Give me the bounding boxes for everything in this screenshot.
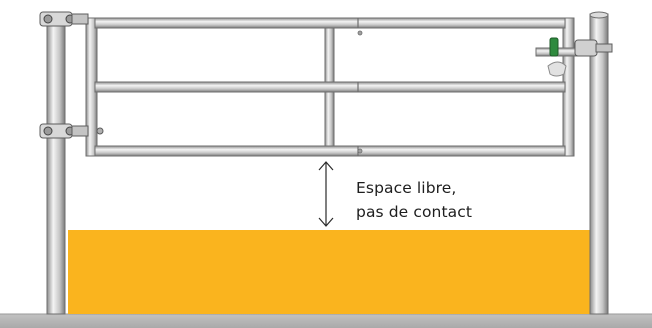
caption-line-1: Espace libre,: [356, 179, 457, 197]
concrete-floor: [0, 314, 652, 328]
gate-rails: [94, 17, 566, 157]
caption-line-2: pas de contact: [356, 203, 473, 221]
lower-hinge: [39, 123, 104, 139]
clearance-arrow: [318, 161, 334, 227]
upper-middle-rail: [94, 81, 566, 93]
top-rail: [94, 17, 566, 29]
bottom-rail: [94, 145, 566, 157]
gate-latch: [535, 37, 613, 77]
clearance-caption: Espace libre, pas de contact: [356, 176, 472, 224]
left-post: [46, 11, 66, 315]
right-post: [589, 11, 609, 315]
clearance-zone: [68, 230, 592, 314]
upper-hinge: [39, 11, 89, 27]
